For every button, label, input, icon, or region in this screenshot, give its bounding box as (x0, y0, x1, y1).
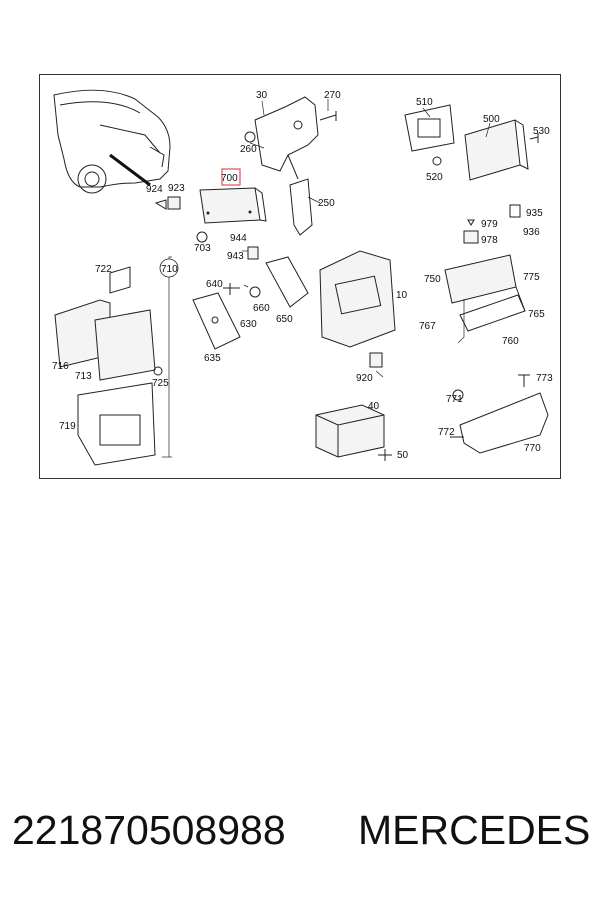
callout-716: 716 (52, 361, 69, 372)
callout-935: 935 (526, 208, 543, 219)
amplifier-713 (54, 266, 163, 466)
bracket-510 (404, 104, 455, 166)
callout-circle-710 (159, 258, 179, 278)
callout-660: 660 (253, 303, 270, 314)
callout-500: 500 (483, 114, 500, 125)
callout-719: 719 (59, 421, 76, 432)
connector-978 (463, 219, 479, 244)
callout-510: 510 (416, 97, 433, 108)
callout-713: 713 (75, 371, 92, 382)
nut-703 (196, 231, 208, 243)
callout-771: 771 (446, 394, 463, 405)
module-500 (464, 119, 539, 181)
callout-640: 640 (206, 279, 223, 290)
screw-270 (319, 111, 337, 121)
nut-660 (249, 286, 261, 298)
callout-630: 630 (240, 319, 257, 330)
connector-923 (154, 196, 181, 210)
connector-935 (509, 204, 521, 218)
callout-979: 979 (481, 219, 498, 230)
callout-923: 923 (168, 183, 185, 194)
callout-722: 722 (95, 264, 112, 275)
callout-750: 750 (424, 274, 441, 285)
callout-710: 710 (161, 264, 178, 275)
callout-520: 520 (426, 172, 443, 183)
callout-labels: 30 270 510 500 530 260 520 700 924 923 2… (52, 90, 553, 461)
callout-700: 700 (221, 173, 238, 184)
callout-936: 936 (523, 227, 540, 238)
callout-920: 920 (356, 373, 373, 384)
module-750 (444, 254, 526, 332)
clip-260 (244, 131, 256, 143)
callout-770: 770 (524, 443, 541, 454)
bracket-650 (265, 256, 309, 308)
screw-640 (223, 283, 240, 295)
connector-943 (247, 246, 259, 260)
callout-944: 944 (230, 233, 247, 244)
callout-703: 703 (194, 243, 211, 254)
module-700 (199, 168, 267, 224)
callout-775: 775 (523, 272, 540, 283)
callout-725: 725 (152, 378, 169, 389)
callout-760: 760 (502, 336, 519, 347)
bracket-770 (450, 374, 549, 454)
callout-978: 978 (481, 235, 498, 246)
callout-767: 767 (419, 321, 436, 332)
caption-bar: 221870508988 MERCEDES (0, 800, 600, 860)
callout-650: 650 (276, 314, 293, 325)
callout-765: 765 (528, 309, 545, 320)
parts-diagram-svg: 30 270 510 500 530 260 520 700 924 923 2… (52, 89, 553, 466)
callout-10: 10 (396, 290, 408, 301)
callout-30: 30 (256, 90, 268, 101)
callout-50: 50 (397, 450, 409, 461)
callout-772: 772 (438, 427, 455, 438)
bracket-635 (192, 292, 241, 350)
parts-diagram: 30 270 510 500 530 260 520 700 924 923 2… (39, 74, 561, 479)
callout-40: 40 (368, 401, 380, 412)
callout-635: 635 (204, 353, 221, 364)
callout-924: 924 (146, 184, 163, 195)
car-illustration (53, 89, 171, 194)
callout-773: 773 (536, 373, 553, 384)
callout-270: 270 (324, 90, 341, 101)
module-40 (315, 404, 392, 461)
highlight-box-700 (221, 168, 241, 186)
callout-260: 260 (240, 144, 257, 155)
leader-lines (162, 99, 491, 458)
ecu-10 (319, 250, 396, 368)
callout-250: 250 (318, 198, 335, 209)
part-number: 221870508988 (12, 806, 286, 853)
bracket-30 (254, 96, 319, 236)
callout-530: 530 (533, 126, 550, 137)
brand-name: MERCEDES (358, 806, 591, 853)
callout-943: 943 (227, 251, 244, 262)
